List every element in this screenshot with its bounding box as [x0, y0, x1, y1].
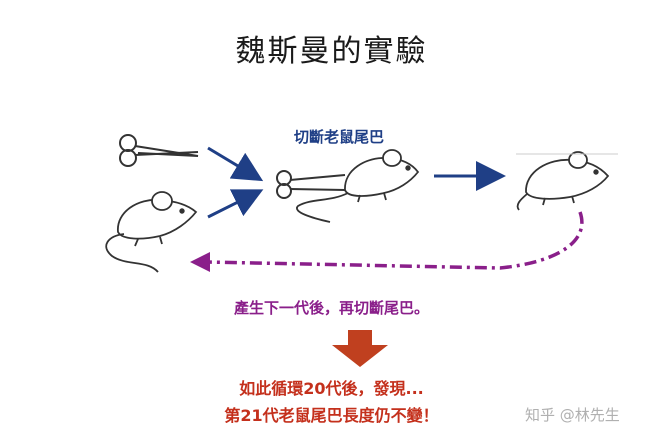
result-line-2: 第21代老鼠尾巴長度仍不變！	[224, 406, 439, 425]
mouse-being-cut-icon	[296, 149, 420, 223]
scissors-icon	[119, 134, 199, 167]
cut-label: 切斷老鼠尾巴	[294, 128, 385, 146]
mouse-icon	[105, 191, 198, 273]
repeat-caption: 產生下一代後，再切斷尾巴。	[233, 299, 429, 317]
loop-arrowhead	[190, 252, 210, 272]
down-arrow-icon	[332, 330, 388, 367]
diagram-title: 魏斯曼的實驗	[235, 34, 428, 69]
arrow-mouse-to-center	[207, 189, 264, 219]
result-line-1: 如此循環20代後，發現...	[239, 379, 424, 398]
scissors-cutting-icon	[276, 170, 346, 199]
arrow-scissors-to-mouse	[207, 146, 264, 182]
loop-arrow	[205, 211, 584, 270]
watermark: 知乎 @林先生	[525, 406, 620, 424]
mouse-tailless-icon	[516, 151, 610, 211]
